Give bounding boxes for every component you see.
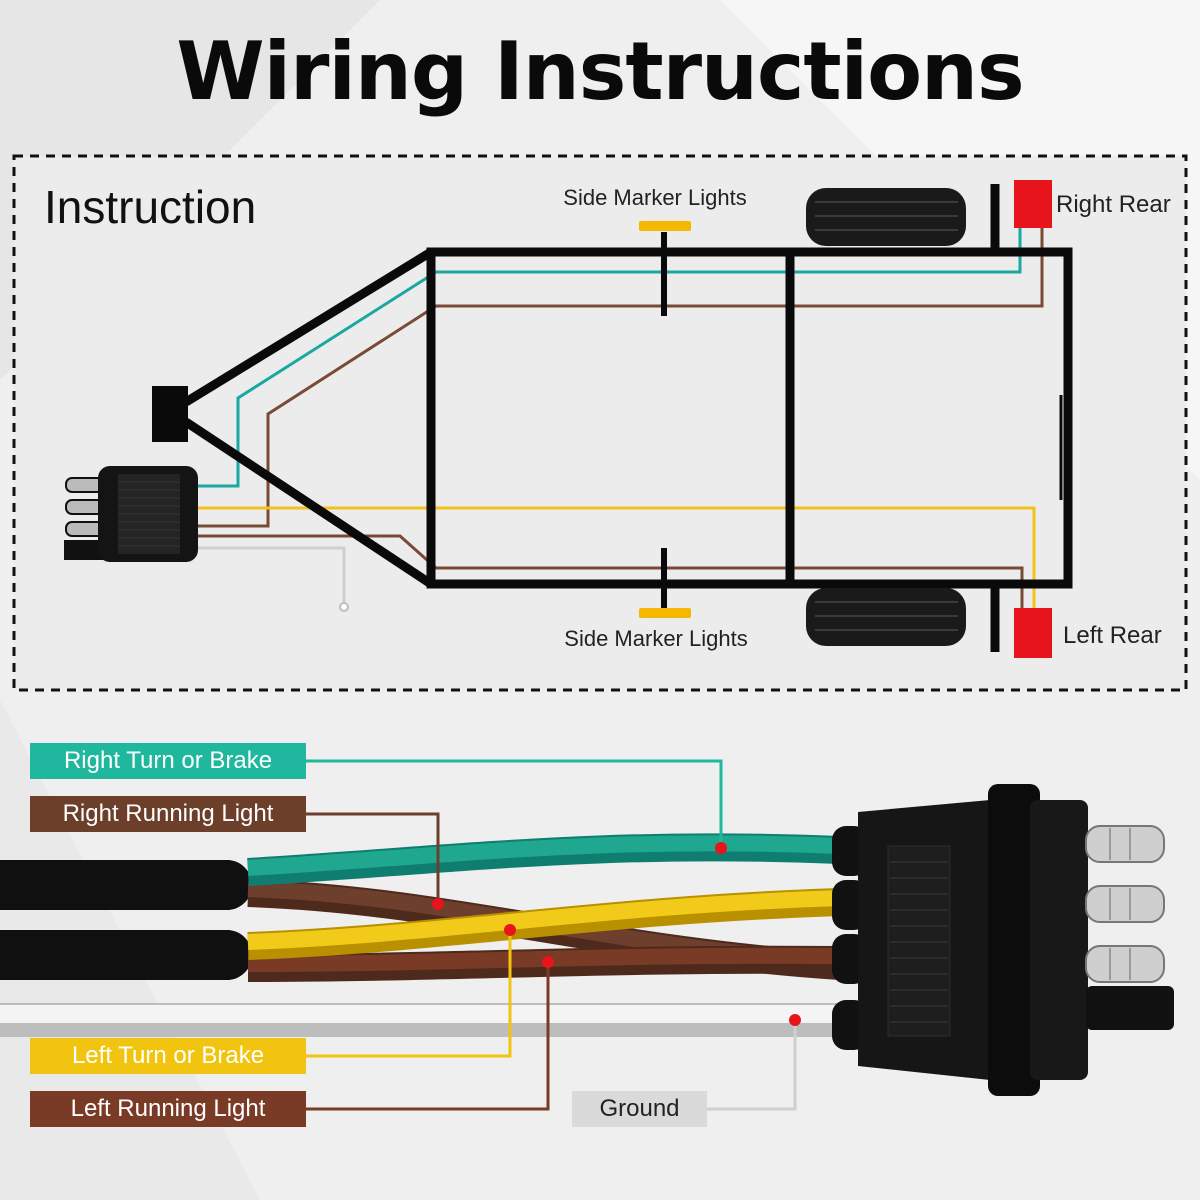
- bottom-marker-label: Side Marker Lights: [564, 626, 747, 651]
- pin-1: [1085, 825, 1165, 863]
- ground-dot: [789, 1014, 801, 1026]
- right-turn-label: Right Turn or Brake: [30, 743, 306, 779]
- trailer-bed-frame: [426, 247, 1073, 589]
- instruction-heading: Instruction: [44, 181, 256, 233]
- page-title: Wiring Instructions: [176, 25, 1024, 118]
- right-running-leader: [306, 812, 440, 904]
- hitch-coupler: [152, 386, 188, 442]
- small-four-way-plug: [64, 466, 198, 562]
- right-rear-light: [1014, 180, 1052, 228]
- right-rear-label: Right Rear: [1056, 191, 1171, 218]
- bottom-side-marker-light: [639, 608, 691, 618]
- ground-wire-route: [196, 546, 346, 604]
- tongue-bottom: [183, 418, 434, 588]
- ground-terminal: [339, 602, 349, 612]
- left-turn-label: Left Turn or Brake: [30, 1038, 306, 1074]
- top-marker-label: Side Marker Lights: [563, 185, 746, 210]
- right-running-label: Right Running Light: [30, 796, 306, 832]
- ground-leader: [707, 1020, 797, 1111]
- tongue-top: [183, 248, 434, 406]
- brown-wire-route-top: [196, 228, 1044, 528]
- pin-3: [1085, 945, 1165, 983]
- ground-label: Ground: [572, 1091, 707, 1127]
- left-running-leader: [306, 962, 550, 1111]
- yellow-wire-route: [196, 506, 1036, 608]
- bottom-tire: [806, 588, 966, 646]
- left-running-label: Left Running Light: [30, 1091, 306, 1127]
- left-turn-leader: [306, 930, 512, 1058]
- right-running-dot: [432, 898, 444, 910]
- pin-2: [1085, 885, 1165, 923]
- left-rear-label: Left Rear: [1063, 622, 1162, 649]
- trailer-diagram: Instruction Side Marker Lights Side Mark…: [12, 154, 1188, 692]
- top-side-marker-light: [639, 221, 691, 231]
- left-turn-dot: [504, 924, 516, 936]
- right-turn-leader: [306, 759, 723, 848]
- socket-tab: [1086, 986, 1174, 1030]
- top-tire: [806, 188, 966, 246]
- right-turn-dot: [715, 842, 727, 854]
- left-rear-light: [1014, 608, 1052, 658]
- teal-wire-route: [196, 228, 1022, 488]
- four-way-connector: [832, 784, 1174, 1096]
- left-running-dot: [542, 956, 554, 968]
